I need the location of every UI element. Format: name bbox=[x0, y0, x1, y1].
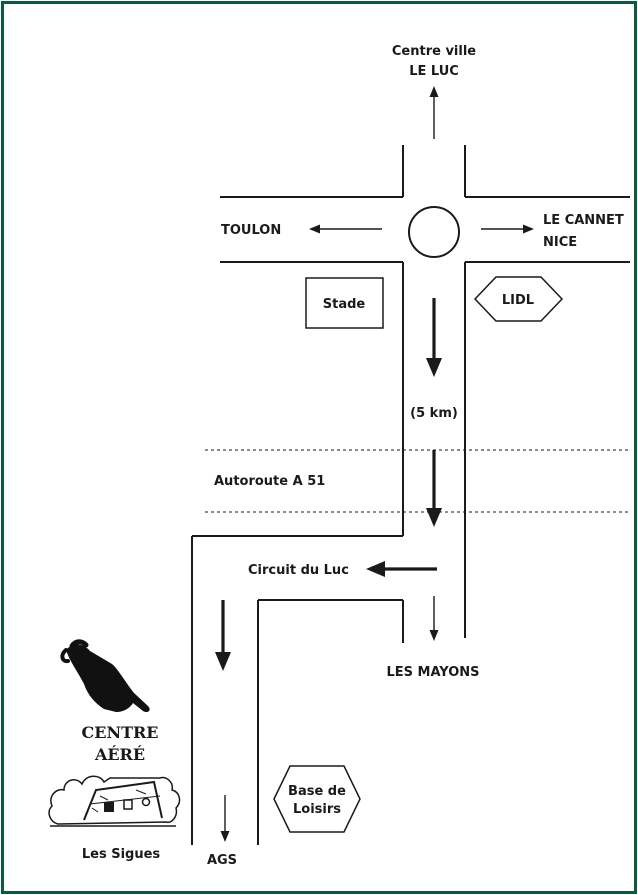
label-ags: AGS bbox=[207, 853, 237, 868]
label-le-luc: LE LUC bbox=[409, 64, 459, 79]
arrow-south-thick-3 bbox=[215, 600, 231, 671]
lidl-sign bbox=[473, 276, 564, 322]
label-base-de: Base de bbox=[288, 784, 346, 799]
label-loisirs: Loisirs bbox=[293, 802, 341, 817]
arrow-ags bbox=[220, 795, 230, 842]
base-loisirs-sign bbox=[273, 765, 361, 833]
label-le-cannet: LE CANNET bbox=[543, 213, 624, 228]
label-toulon: TOULON bbox=[221, 223, 281, 238]
roundabout bbox=[408, 206, 460, 258]
label-lidl: LIDL bbox=[502, 293, 534, 308]
campsite-icon bbox=[48, 775, 181, 827]
label-les-mayons: LES MAYONS bbox=[386, 665, 479, 680]
stade-box bbox=[305, 277, 384, 329]
arrow-circuit-thick bbox=[366, 561, 437, 577]
label-circuit: Circuit du Luc bbox=[248, 563, 349, 578]
arrow-west bbox=[309, 224, 382, 234]
pointing-hand-icon bbox=[60, 639, 150, 713]
arrow-south-thick-2 bbox=[426, 450, 442, 527]
arrow-north bbox=[429, 86, 439, 139]
label-stade: Stade bbox=[323, 297, 366, 312]
label-centre-aere-line2: AÉRÉ bbox=[94, 744, 145, 764]
arrow-south-thick-1 bbox=[426, 298, 442, 377]
label-centre-aere-line1: CENTRE bbox=[82, 723, 159, 742]
arrow-east bbox=[481, 224, 534, 234]
label-nice: NICE bbox=[543, 235, 577, 250]
label-autoroute: Autoroute A 51 bbox=[214, 474, 325, 489]
label-distance: (5 km) bbox=[410, 406, 458, 421]
label-centre-ville: Centre ville bbox=[392, 44, 476, 59]
label-les-sigues: Les Sigues bbox=[82, 847, 161, 862]
arrow-mayons bbox=[429, 596, 439, 641]
